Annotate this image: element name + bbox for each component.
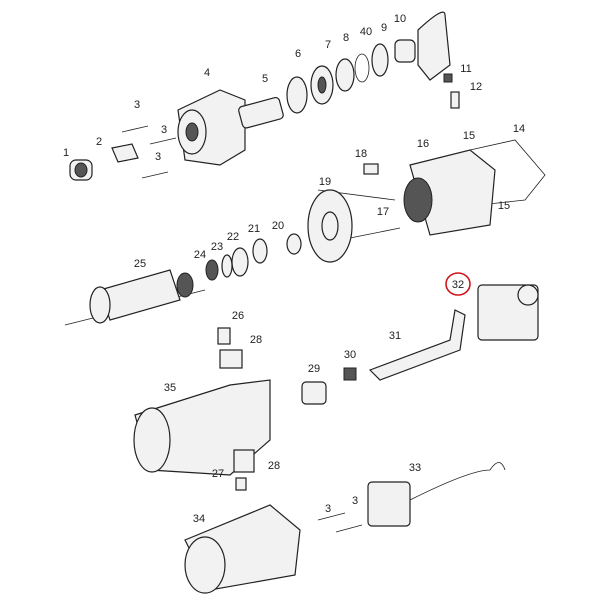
callout-label: 18 <box>355 148 367 160</box>
part-34-rear-cover <box>184 504 301 594</box>
callout-label: 3 <box>134 99 140 111</box>
part-6-bearings <box>286 65 334 114</box>
callout-label: 26 <box>232 310 244 322</box>
part-3-screw <box>149 137 177 145</box>
part-9-bushing <box>394 39 416 63</box>
callout-label: 6 <box>295 48 301 60</box>
callout-label: 16 <box>417 138 429 150</box>
callout-label: 31 <box>389 330 401 342</box>
callout-label: 14 <box>513 123 525 135</box>
part-18-clip <box>363 163 379 175</box>
part-10-fan-baffle <box>417 11 451 81</box>
part-28-switch <box>219 349 243 369</box>
part-33-cable <box>367 462 506 527</box>
part-3-screws-lower <box>317 512 363 533</box>
part-2-collet <box>111 143 139 163</box>
callout-label: 25 <box>134 258 146 270</box>
part-30-spring <box>343 367 357 381</box>
callout-label: 28 <box>250 334 262 346</box>
part-3-screw <box>121 125 149 133</box>
callout-label: 35 <box>164 382 176 394</box>
part-31-slider <box>368 309 466 381</box>
callout-label-highlighted: 32 <box>452 279 464 291</box>
callout-label: 11 <box>460 63 471 75</box>
part-1-nut <box>69 159 93 181</box>
callout-label: 2 <box>96 136 102 148</box>
callout-label: 28 <box>268 460 280 472</box>
callout-label: 15 <box>498 200 510 212</box>
callout-label: 15 <box>463 130 475 142</box>
part-3-screw <box>141 171 169 179</box>
part-14-15-brush-holders <box>469 139 546 206</box>
part-8-circlip <box>354 53 370 83</box>
callout-label: 29 <box>308 363 320 375</box>
callout-label: 21 <box>248 223 260 235</box>
callout-label: 3 <box>155 151 161 163</box>
callout-label: 33 <box>409 462 421 474</box>
part-25-armature <box>64 269 206 326</box>
callout-label: 12 <box>470 81 482 93</box>
part-12-pin <box>450 91 460 109</box>
callout-label: 4 <box>204 67 210 79</box>
part-4-gear-housing <box>177 89 246 166</box>
part-26-brush <box>217 327 231 345</box>
part-40-washer <box>371 43 389 77</box>
callout-label: 5 <box>262 73 268 85</box>
part-11-spring <box>443 73 453 83</box>
part-28-switch-lower <box>233 449 255 473</box>
callout-label: 17 <box>377 206 389 218</box>
callout-label: 10 <box>394 13 406 25</box>
callout-label: 1 <box>63 147 69 159</box>
callout-label: 23 <box>211 241 223 253</box>
callout-label: 8 <box>343 32 349 44</box>
callout-label: 9 <box>381 22 387 34</box>
part-27-brush <box>235 477 247 491</box>
part-19-baffle-plate <box>307 189 353 263</box>
part-32-switch-assembly <box>445 272 539 341</box>
callout-label: 7 <box>325 39 331 51</box>
parts-20-24-bearings-washers <box>205 233 302 281</box>
callout-label: 40 <box>360 26 372 38</box>
part-7-washer <box>335 58 355 92</box>
callout-label: 19 <box>319 176 331 188</box>
callout-label: 22 <box>227 231 239 243</box>
callout-label: 34 <box>193 513 205 525</box>
callout-label: 3 <box>352 495 358 507</box>
callout-label: 20 <box>272 220 284 232</box>
callout-label: 27 <box>212 468 224 480</box>
callout-label: 3 <box>325 503 331 515</box>
callout-label: 30 <box>344 349 356 361</box>
part-29-switch-button <box>301 381 327 405</box>
part-16-stator <box>403 149 496 236</box>
callout-label: 24 <box>194 249 206 261</box>
callout-label: 3 <box>161 124 167 136</box>
part-5-spindle <box>238 96 284 129</box>
